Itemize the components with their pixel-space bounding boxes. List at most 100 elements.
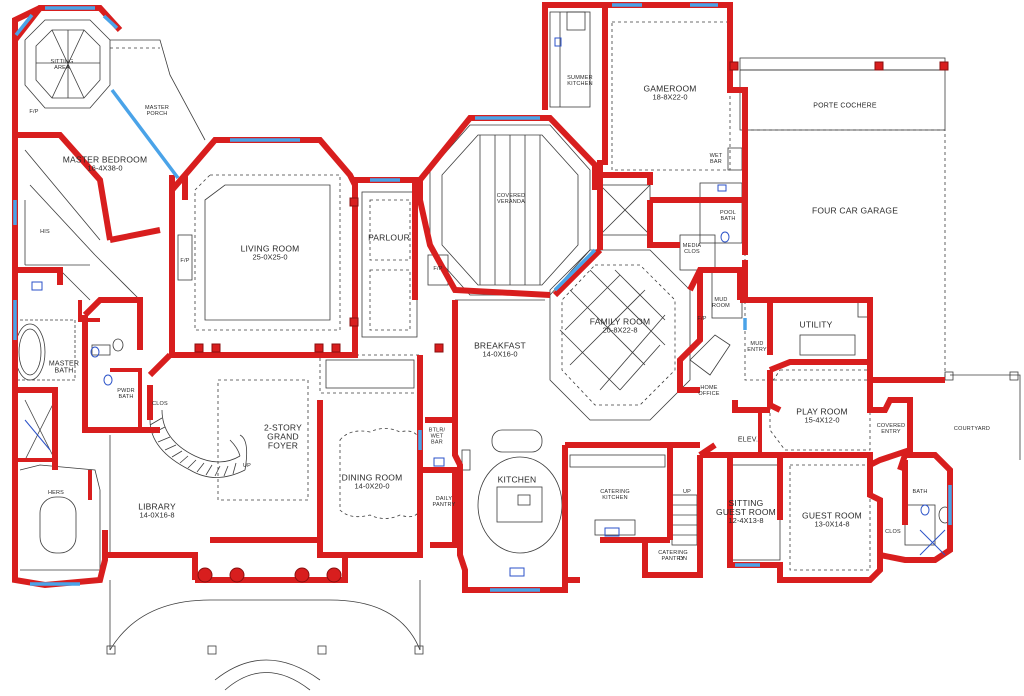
- columns: [194, 61, 949, 583]
- plumbing-fixtures: [24, 37, 946, 577]
- room-courtyard: COURTYARD: [953, 426, 991, 433]
- room-bath-right: BATH: [912, 489, 928, 496]
- room-name: MASTER BEDROOM: [62, 154, 148, 165]
- room-mud-entry: MUD ENTRY: [747, 341, 767, 354]
- room-porte-cochere: PORTE COCHERE: [813, 102, 877, 109]
- room-media-clos: MEDIA CLOS: [682, 243, 702, 256]
- room-name: CATERING PANTRY: [658, 550, 688, 562]
- interior-walls: [15, 300, 762, 500]
- room-sitting-area: SITTING AREA: [50, 59, 74, 72]
- room-dimensions: 16-4X38-0: [87, 163, 123, 173]
- room-name: DINING ROOM: [341, 472, 403, 483]
- room-dimensions: 14-0X16-8: [139, 510, 175, 520]
- room-master-porch: MASTER PORCH: [144, 105, 170, 118]
- room-name: MEDIA CLOS: [682, 243, 702, 255]
- room-name: COVERED VERANDA: [496, 193, 526, 205]
- room-name: DAILY PANTRY: [432, 496, 456, 508]
- room-name: LIVING ROOM: [240, 243, 300, 254]
- room-wet-bar: WET BAR: [709, 153, 723, 166]
- room-name: FAMILY ROOM: [589, 316, 651, 327]
- grand-stair: [149, 409, 248, 478]
- room-catering-pantry: CATERING PANTRY: [658, 550, 688, 563]
- room-name: FOUR CAR GARAGE: [811, 205, 899, 216]
- room-btlr-wet-bar: BTLR/ WET BAR: [428, 427, 446, 445]
- room-name: BATH: [912, 489, 928, 496]
- room-name: HOME OFFICE: [698, 385, 720, 397]
- room-elev: ELEV.: [738, 436, 758, 443]
- room-covered-entry: COVERED ENTRY: [876, 423, 906, 436]
- room-four-car-garage: FOUR CAR GARAGE: [811, 205, 899, 216]
- room-name: HIS: [40, 229, 50, 236]
- room-name: CLOS: [885, 529, 901, 536]
- stair-up-label: UP: [242, 463, 252, 470]
- room-name: KITCHEN: [497, 474, 537, 485]
- room-name: SITTING GUEST ROOM: [716, 498, 776, 518]
- room-master-bath: MASTER BATH: [49, 361, 79, 376]
- room-home-office: HOME OFFICE: [698, 385, 720, 398]
- room-name: PLAY ROOM: [796, 406, 848, 417]
- room-dimensions: 12-4X13-8: [728, 515, 764, 525]
- room-dimensions: 20-8X22-8: [602, 325, 638, 335]
- room-clos-right: CLOS: [885, 529, 901, 536]
- annotation-text: F/P: [180, 258, 190, 265]
- room-grand-foyer: 2-STORY GRAND FOYER: [264, 423, 302, 451]
- room-name: COVERED ENTRY: [876, 423, 906, 435]
- room-dimensions: 14-0X20-0: [354, 481, 390, 491]
- exterior-walls: [12, 2, 953, 593]
- annotation-text: F/P: [433, 266, 443, 273]
- room-dimensions: 14-0X16-0: [482, 349, 518, 359]
- room-hers: HERS: [47, 490, 65, 497]
- annotation-text: UP: [242, 463, 252, 470]
- room-name: MASTER BATH: [48, 360, 80, 375]
- room-name: PWDR BATH: [117, 388, 135, 400]
- room-dimensions: 18-8X22-0: [652, 92, 688, 102]
- room-dimensions: 25-0X25-0: [252, 252, 288, 262]
- room-name: ELEV.: [737, 436, 759, 444]
- stair-up-label: UP: [683, 489, 691, 496]
- room-name: GAMEROOM: [643, 83, 697, 94]
- room-summer-kitchen: SUMMER KITCHEN: [567, 75, 593, 88]
- room-name: SUMMER KITCHEN: [567, 75, 593, 87]
- room-name: BREAKFAST: [474, 340, 526, 351]
- room-mud-room: MUD ROOM: [712, 297, 730, 310]
- room-pool-bath: POOL BATH: [719, 210, 737, 223]
- stair-down-label: DN: [678, 556, 688, 563]
- room-name: GUEST ROOM: [802, 510, 862, 521]
- annotation-text: F/P: [29, 109, 39, 116]
- room-his: HIS: [40, 229, 50, 236]
- room-name: CATERING KITCHEN: [600, 489, 630, 501]
- room-name: CLOS: [152, 401, 168, 408]
- room-dimensions: 13-0X14-8: [814, 519, 850, 529]
- room-name: POOL BATH: [719, 210, 737, 222]
- room-parlour: PARLOUR: [368, 232, 410, 243]
- room-name: PARLOUR: [368, 232, 410, 243]
- annotation-text: DN: [678, 556, 688, 563]
- room-name: BTLR/ WET BAR: [428, 427, 446, 445]
- room-kitchen: KITCHEN: [497, 474, 537, 485]
- room-covered-veranda: COVERED VERANDA: [496, 193, 526, 206]
- room-daily-pantry: DAILY PANTRY: [432, 496, 456, 509]
- room-name: COURTYARD: [953, 426, 991, 433]
- fireplace-label: F/P: [433, 266, 443, 273]
- room-clos-left: CLOS: [152, 401, 168, 408]
- room-utility: UTILITY: [799, 319, 833, 330]
- room-name: SITTING AREA: [50, 59, 74, 71]
- room-name: MUD ROOM: [712, 297, 730, 309]
- room-name: HERS: [47, 490, 65, 497]
- fireplace-label: F/P: [697, 316, 706, 323]
- fireplace-label: F/P: [29, 109, 39, 116]
- room-name: MASTER PORCH: [144, 105, 170, 117]
- room-name: LIBRARY: [138, 501, 176, 512]
- room-name: WET BAR: [709, 153, 723, 165]
- room-catering-kitchen: CATERING KITCHEN: [600, 489, 630, 502]
- room-name: UTILITY: [799, 319, 833, 330]
